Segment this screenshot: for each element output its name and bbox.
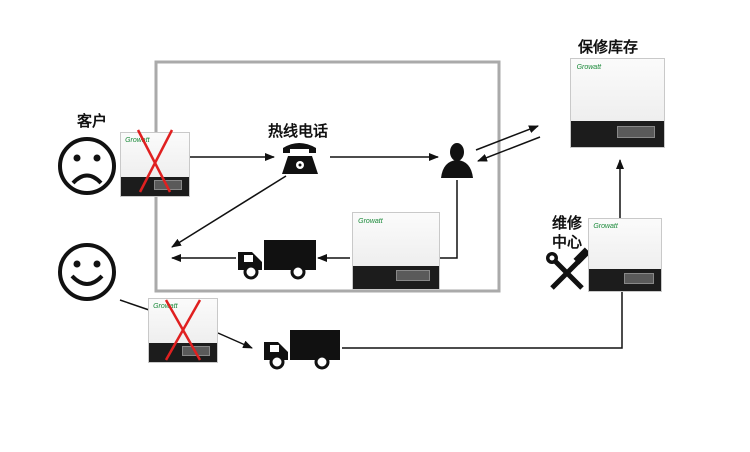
inverter-logo: Growatt bbox=[576, 64, 602, 72]
truck-icon bbox=[264, 330, 340, 370]
inverter-display bbox=[395, 270, 431, 282]
arrow-phone-to-customer bbox=[171, 175, 287, 248]
phone-icon bbox=[282, 143, 318, 174]
inverter-logo: Growatt bbox=[125, 136, 150, 144]
fault-cross-icon bbox=[136, 129, 174, 193]
customer-label: 客户 bbox=[77, 112, 108, 130]
line-person-to-replacement bbox=[440, 180, 458, 259]
inverter-logo: Growatt bbox=[358, 217, 383, 225]
fault-cross-icon bbox=[164, 299, 202, 361]
spare-stock-label: 保修库存 bbox=[578, 38, 639, 56]
tools-icon bbox=[546, 247, 591, 290]
line-truck-to-repair bbox=[342, 292, 623, 349]
faulty-inverter-customer: Growatt bbox=[120, 132, 190, 197]
arrow-faulty-to-truck bbox=[217, 332, 253, 349]
stock-inverter: Growatt bbox=[570, 58, 665, 148]
sad-face-icon bbox=[58, 137, 116, 195]
inverter-logo: Growatt bbox=[153, 302, 178, 310]
inverter-display bbox=[624, 273, 654, 284]
truck-icon bbox=[238, 240, 316, 280]
arrow-person-to-stock bbox=[475, 125, 539, 151]
repair-center-label-line1: 维修 bbox=[552, 214, 583, 232]
repair-center-inverter: Growatt bbox=[588, 218, 662, 292]
inverter-display bbox=[617, 125, 655, 139]
arrow-stock-to-person bbox=[477, 136, 541, 162]
inverter-logo: Growatt bbox=[593, 223, 618, 231]
hotline-label: 热线电话 bbox=[268, 122, 329, 140]
replacement-inverter: Growatt bbox=[352, 212, 440, 290]
line-customer-to-faulty bbox=[119, 299, 153, 312]
person-icon bbox=[441, 143, 473, 178]
happy-face-icon bbox=[58, 243, 116, 301]
repair-center-label-line2: 中心 bbox=[552, 233, 583, 251]
